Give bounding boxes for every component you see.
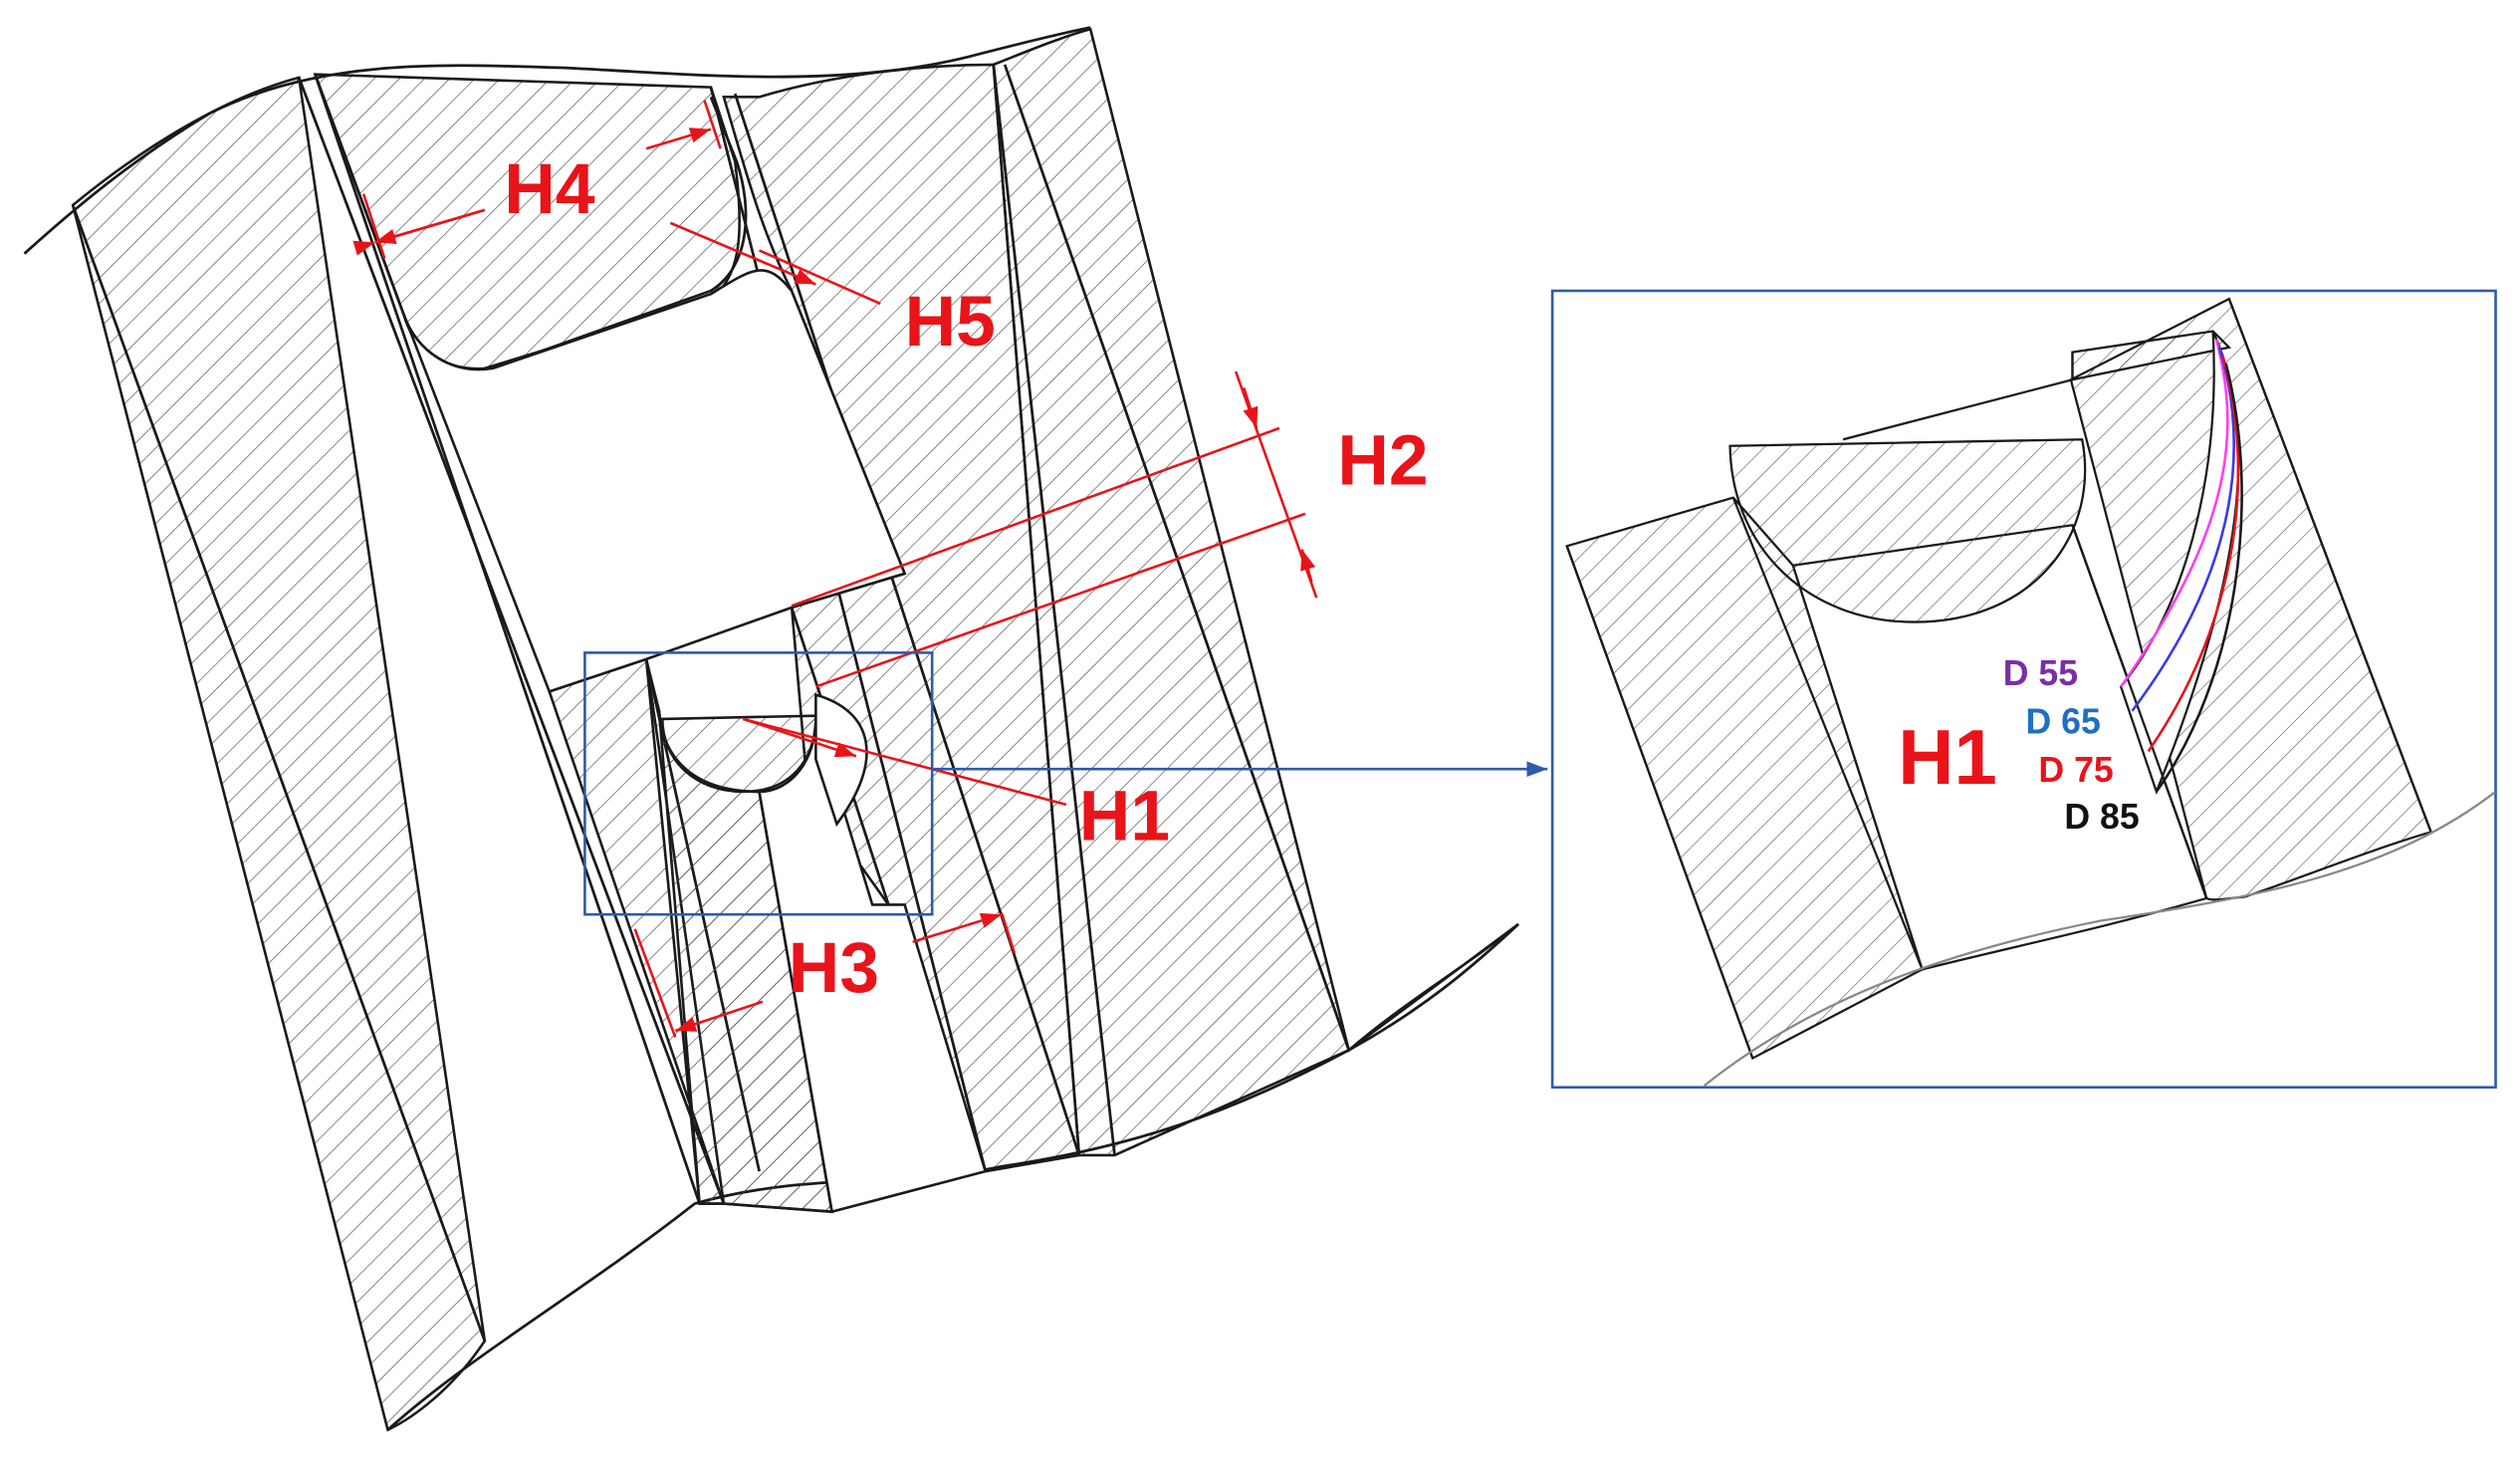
- main-channel-openings: [402, 269, 988, 1214]
- curve-d75: [2147, 355, 2240, 753]
- inset-channel: [1791, 523, 2208, 971]
- legend-d75: D 75: [2038, 750, 2113, 790]
- blade-profiles: [2120, 339, 2243, 793]
- inset-half-disc: [1728, 438, 2087, 623]
- dimensions: [352, 100, 1318, 1038]
- label-h1: H1: [1079, 777, 1170, 856]
- left-wall: [71, 76, 487, 1432]
- pin-half-disc: [660, 714, 817, 794]
- main-labels: H4 H5 H2 H1 H3: [504, 149, 1428, 1008]
- legend-d55: D 55: [2003, 653, 2078, 693]
- legend-d65: D 65: [2025, 702, 2100, 742]
- zoom-callout: [583, 651, 1548, 916]
- label-h5: H5: [905, 282, 996, 362]
- label-h3: H3: [789, 928, 879, 1008]
- label-h4: H4: [504, 149, 595, 229]
- curve-d65: [2131, 347, 2235, 712]
- curve-d85: [2155, 363, 2243, 793]
- curve-d55: [2120, 339, 2229, 688]
- label-h2: H2: [1337, 421, 1428, 501]
- inset-panel: H1 D 55 D 65 D 75 D 85: [1550, 289, 2497, 1090]
- inset-label-h1: H1: [1898, 715, 1997, 801]
- zoom-box: [583, 651, 934, 916]
- right-wall: [992, 27, 1519, 1157]
- legend-d85: D 85: [2064, 797, 2139, 837]
